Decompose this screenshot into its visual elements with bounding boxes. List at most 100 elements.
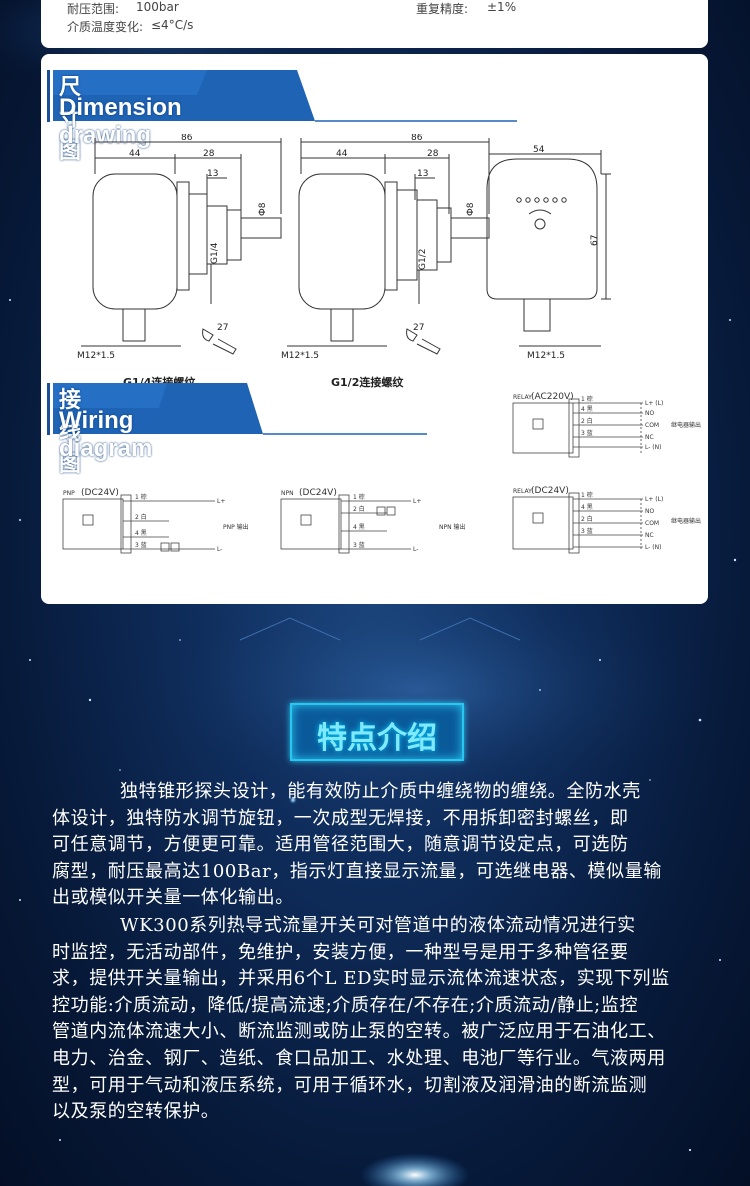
repeat-value: ±1% [487, 0, 517, 14]
para1-line-4: 腐型，耐压最高达100Bar，指示灯直接显示流量，可选继电器、模似量输 [52, 860, 662, 882]
relay-top-note: 继电器输出 [671, 421, 701, 429]
temp-change-label: 介质温度变化: [67, 20, 144, 34]
relay-bottom-pin-2: 4 黑 [581, 504, 593, 511]
relay-top-pin-4: 3 蓝 [581, 429, 593, 437]
fig2-dim-8: Ф8 [466, 202, 476, 216]
fig3-connector: M12*1.5 [527, 351, 565, 361]
para2-line-1: WK300系列热导式流量开关可对管道中的液体流动情况进行实 [120, 915, 636, 936]
fig3-front-view [486, 150, 611, 347]
fig2-dim-body: 44 [336, 149, 348, 159]
temp-change-value: ≤4°C/s [151, 18, 194, 32]
npn-out-1: L+ [413, 498, 421, 505]
wiring-diagrams: RELAY (AC220V) 1 棕 4 黑 2 白 3 蓝 L+ (L) NO… [62, 392, 701, 554]
npn-pin-1: 1 棕 [353, 493, 365, 501]
fig2-side-view [287, 138, 490, 355]
dimension-drawings: 86 44 28 13 Ф8 G1/4 27 M12*1.5 86 44 28 … [77, 134, 611, 389]
npn-pin-3: 4 黑 [353, 524, 365, 531]
fig2-dim-total: 86 [411, 134, 423, 143]
pnp-note: PNP 输出 [223, 523, 249, 531]
features-paragraph-1: 独特锥形探头设计，能有效防止介质中缠绕物的缠绕。全防水壳 体设计，独特防水调节旋… [52, 779, 702, 912]
fig2-dim-13: 13 [417, 169, 428, 179]
relay-top-diagram [512, 398, 643, 458]
relay-bottom-out-5: L- (N) [645, 544, 661, 551]
wiring-title-cn: 接线图 [59, 387, 82, 476]
features-title-box: 特点介绍 [290, 703, 464, 761]
relay-bottom-pin-4: 3 蓝 [581, 527, 593, 535]
pressure-value: 100bar [136, 0, 179, 14]
relay-top-pin-1: 1 棕 [581, 395, 593, 403]
pnp-pin-3: 4 黑 [135, 530, 147, 537]
relay-top-out-4: NC [645, 434, 654, 441]
fig1-dim-body: 44 [129, 149, 141, 159]
para1-line-2: 体设计，独特防水调节旋钮，一次成型无焊接，不用拆卸密封螺丝，即 [52, 807, 629, 829]
pnp-label: PNP [63, 490, 75, 497]
repeat-label: 重复精度: [416, 2, 469, 16]
relay-top-out-2: NO [645, 410, 654, 417]
fig2-thread: G1/2 [418, 249, 428, 270]
fig3-dim-height: 67 [590, 235, 600, 246]
wiring-title-en: Wiring diagram [59, 407, 153, 462]
fig3-dim-width: 54 [533, 145, 545, 155]
dimension-title-en: Dimension drawing [59, 94, 182, 149]
npn-supply: (DC24V) [299, 488, 337, 498]
fig1-dim-total: 86 [181, 134, 193, 143]
pnp-out-1: L+ [217, 498, 225, 505]
dimension-banner-shape [47, 70, 517, 122]
drawing-card: 尺寸图 Dimension drawing [41, 54, 708, 604]
npn-pin-4: 3 蓝 [353, 541, 365, 549]
features-title: 特点介绍 [317, 721, 437, 756]
para2-line-4: 控功能:介质流动，降低/提高流速;介质存在/不存在;介质流动/静止;监控 [52, 994, 639, 1016]
pressure-label: 耐压范围: [67, 2, 120, 16]
fig1-side-view [81, 138, 282, 355]
relay-bottom-out-4: NC [645, 532, 654, 539]
relay-bottom-out-3: COM [645, 520, 659, 527]
spec-card: 耐压范围: 100bar 介质温度变化: ≤4°C/s 重复精度: ±1% [41, 0, 708, 48]
fig1-dim-tail: 28 [203, 149, 215, 159]
relay-bottom-out-1: L+ (L) [645, 496, 663, 503]
relay-top-supply: (AC220V) [531, 392, 574, 402]
fig2-caption: G1/2连接螺纹 [331, 375, 404, 389]
pnp-pin-1: 1 棕 [135, 493, 147, 501]
relay-top-pin-3: 2 白 [581, 417, 593, 425]
para1-line-3: 可任意调节，方便更可靠。适用管径范围大，随意调节设定点，可选防 [52, 834, 629, 856]
para1-line-1: 独特锥形探头设计，能有效防止介质中缠绕物的缠绕。全防水壳 [120, 781, 641, 802]
dimension-title-cn: 尺寸图 [59, 74, 82, 163]
relay-top-out-5: L- (N) [645, 444, 661, 451]
features-paragraph-2: WK300系列热导式流量开关可对管道中的液体流动情况进行实 时监控，无活动部件，… [52, 913, 702, 1126]
relay-bottom-pin-3: 2 白 [581, 515, 593, 523]
para2-line-5: 管道内流体流速大小、断流监测或防止泵的空转。被广泛应用于石油化工、 [52, 1021, 666, 1043]
fig1-dim-8: Ф8 [258, 202, 268, 216]
relay-bottom-supply: (DC24V) [531, 486, 569, 496]
fig2-wrench: 27 [413, 323, 424, 333]
fig1-wrench: 27 [217, 323, 228, 333]
relay-top-out-1: L+ (L) [645, 400, 663, 407]
pnp-pin-4: 3 蓝 [135, 541, 147, 549]
para2-line-7: 型，可用于气动和液压系统，可用于循环水，切割液及润滑油的断流监测 [52, 1074, 648, 1096]
wiring-banner-shape [47, 383, 427, 435]
fig1-dim-13: 13 [207, 169, 218, 179]
npn-diagram [280, 494, 411, 554]
npn-note: NPN 输出 [439, 523, 466, 531]
pnp-pin-2: 2 白 [135, 513, 147, 521]
pnp-diagram [62, 494, 215, 554]
fig1-thread: G1/4 [210, 242, 220, 264]
fig2-connector: M12*1.5 [281, 351, 319, 361]
para2-line-3: 求，提供开关量输出，并采用6个L ED实时显示流体流速状态，实现下列监 [52, 968, 670, 990]
para1-line-5: 出或模似开关量一体化输出。 [52, 887, 294, 909]
npn-pin-2: 2 白 [353, 505, 365, 513]
relay-top-out-3: COM [645, 422, 659, 429]
relay-bottom-diagram [512, 492, 643, 554]
relay-bottom-out-2: NO [645, 508, 654, 515]
relay-top-label: RELAY [513, 394, 532, 401]
pnp-out-2: L- [217, 546, 222, 553]
relay-bottom-pin-1: 1 棕 [581, 491, 593, 499]
fig2-dim-tail: 28 [427, 149, 439, 159]
fig1-connector: M12*1.5 [77, 351, 115, 361]
para2-line-2: 时监控，无活动部件，免维护，安装方便，一种型号是用于多种管径要 [52, 941, 629, 963]
relay-top-pin-2: 4 黑 [581, 406, 593, 413]
npn-label: NPN [281, 490, 294, 497]
relay-bottom-label: RELAY [513, 488, 532, 495]
para2-line-8: 以及泵的空转保护。 [52, 1101, 220, 1123]
npn-out-2: L- [413, 546, 418, 553]
relay-bottom-note: 继电器输出 [671, 517, 701, 525]
